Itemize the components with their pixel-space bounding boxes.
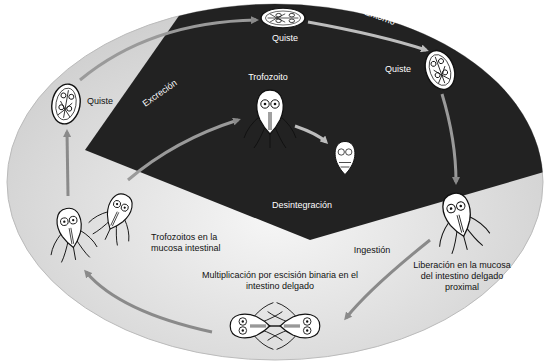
stage-label: Trofozoitos en la mucosa intestinal [151,232,223,254]
cyst-figure [261,8,305,28]
trophozoite-figure [244,90,296,148]
cycle-arrow [80,20,256,80]
stage-label: Quiste [85,96,115,107]
cycle-arrow [346,240,430,318]
cycle-arrow [67,132,68,196]
stage-label: Multiplicación por escisión binaria en e… [195,270,365,292]
stage-label: Desintegración [267,200,337,211]
cycle-arrow [295,126,326,142]
cycle-arrow [86,272,212,332]
stage-label: Liberación en la mucosa del intestino de… [407,260,517,293]
trophozoite-figure [85,186,146,249]
stage-label: Ingestión [347,245,397,256]
trophozoite-figure [427,187,492,256]
dividing-trophozoite [268,303,320,350]
stage-label: Quiste [378,64,418,75]
cyst-figure [49,82,84,126]
cycle-arrow [308,22,426,50]
cycle-arrow [442,94,456,182]
stage-label: Trofozoito [238,72,298,83]
cyst-figure [420,46,460,93]
cycle-arrow [128,120,238,180]
stage-label: Quiste [260,33,310,44]
trophozoite-figure [44,204,99,264]
disintegrating-trophozoite [335,142,355,175]
